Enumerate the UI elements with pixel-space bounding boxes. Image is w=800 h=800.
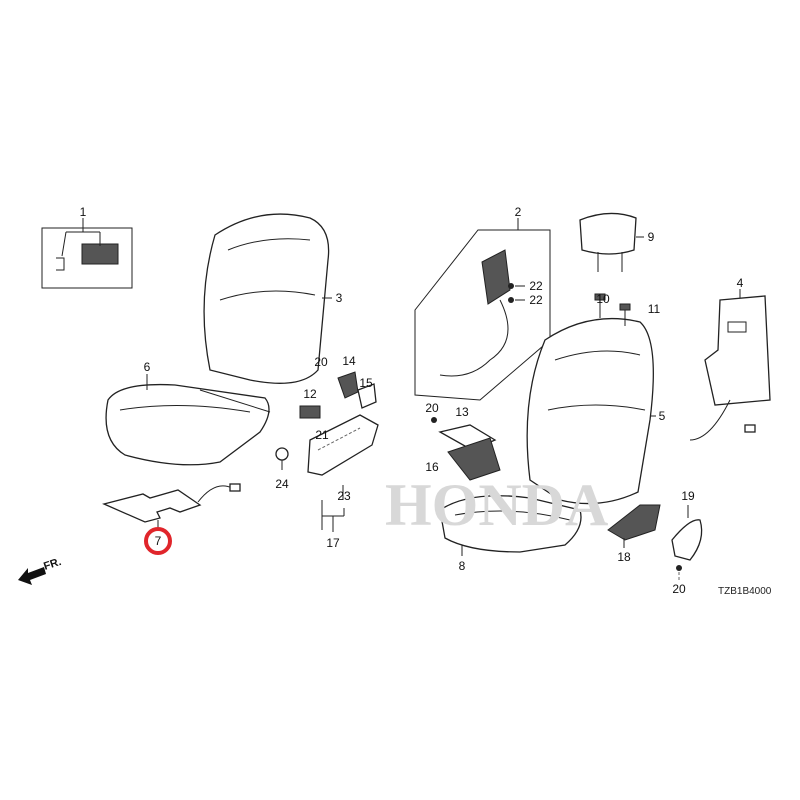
label-22: 22 bbox=[529, 279, 543, 293]
part-24-clip bbox=[275, 447, 289, 470]
label-24: 24 bbox=[275, 477, 289, 491]
callout-labels: 1 2 3 4 5 6 7 8 9 10 11 12 13 14 15 16 1… bbox=[80, 205, 772, 597]
part-5-seatback bbox=[526, 317, 656, 505]
label-20: 20 bbox=[672, 582, 686, 596]
label-21: 21 bbox=[315, 428, 329, 442]
label-3: 3 bbox=[336, 291, 343, 305]
part-4-back-heater bbox=[689, 289, 771, 441]
label-6: 6 bbox=[144, 360, 151, 374]
part-2-airbag-box bbox=[414, 218, 551, 401]
part-7-seat-heater bbox=[102, 483, 241, 555]
diagram-code: TZB1B4000 bbox=[718, 586, 772, 597]
label-2: 2 bbox=[515, 205, 522, 219]
part-19-cover bbox=[671, 505, 703, 580]
label-20: 20 bbox=[314, 355, 328, 369]
part-8-cushion bbox=[439, 495, 582, 556]
part-1-clips bbox=[41, 218, 133, 289]
label-9: 9 bbox=[648, 230, 655, 244]
label-1: 1 bbox=[80, 205, 87, 219]
label-4: 4 bbox=[737, 276, 744, 290]
label-20: 20 bbox=[425, 401, 439, 415]
label-22: 22 bbox=[529, 293, 543, 307]
part-6-cushion-cover bbox=[105, 374, 271, 466]
part-9-headrest bbox=[579, 212, 644, 272]
part-3-seatback-cover bbox=[203, 213, 332, 384]
label-10: 10 bbox=[596, 292, 610, 306]
label-17: 17 bbox=[326, 536, 340, 550]
highlight-circle bbox=[144, 527, 172, 555]
label-18: 18 bbox=[617, 550, 631, 564]
label-13: 13 bbox=[455, 405, 469, 419]
label-19: 19 bbox=[681, 489, 695, 503]
label-16: 16 bbox=[425, 460, 439, 474]
label-11: 11 bbox=[648, 302, 661, 316]
front-direction-arrow: FR. bbox=[18, 556, 63, 585]
part-17-side-cover bbox=[299, 371, 379, 532]
label-5: 5 bbox=[659, 409, 666, 423]
label-14: 14 bbox=[342, 354, 356, 368]
label-15: 15 bbox=[359, 376, 373, 390]
label-12: 12 bbox=[303, 387, 317, 401]
label-23: 23 bbox=[337, 489, 351, 503]
label-8: 8 bbox=[459, 559, 466, 573]
label-7: 7 bbox=[155, 534, 162, 548]
part-18-recliner bbox=[607, 504, 661, 548]
part-10-11-guides bbox=[594, 293, 631, 326]
front-label: FR. bbox=[42, 556, 63, 573]
part-13-16-trim bbox=[431, 417, 501, 481]
